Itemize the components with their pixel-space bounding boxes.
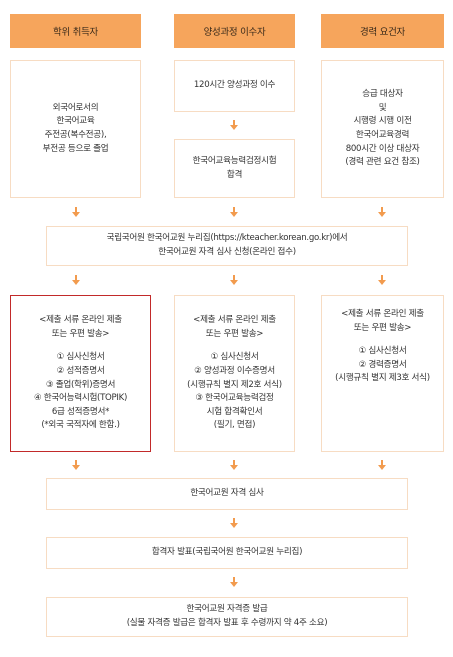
arrow-down <box>230 207 238 217</box>
arrow-down <box>72 460 80 470</box>
training-course-box: 120시간 양성과정 이수 <box>174 60 295 112</box>
arrow-down <box>72 207 80 217</box>
degree-requirement-box: 외국어로서의 한국어교육 주전공(복수전공), 부전공 등으로 졸업 <box>10 60 141 198</box>
career-requirement-box: 승급 대상자 및 시행령 시행 이전 한국어교육경력 800시간 이상 대상자 … <box>321 60 444 198</box>
degree-documents-box: <제출 서류 온라인 제출 또는 우편 발송> ① 심사신청서 ② 성적증명서 … <box>10 295 151 452</box>
career-documents-box: <제출 서류 온라인 제출 또는 우편 발송> ① 심사신청서 ② 경력증명서 … <box>321 295 444 452</box>
header-career-qualifier: 경력 요건자 <box>321 14 444 48</box>
certificate-issuance-box: 한국어교원 자격증 발급 (실물 자격증 발급은 합격자 발표 후 수령까지 약… <box>46 597 408 637</box>
result-announcement-box: 합격자 발표(국립국어원 한국어교원 누리집) <box>46 537 408 569</box>
online-application-box: 국립국어원 한국어교원 누리집(https://kteacher.korean.… <box>46 226 408 266</box>
qualification-review-box: 한국어교원 자격 심사 <box>46 478 408 510</box>
arrow-down <box>230 577 238 587</box>
arrow-down <box>72 275 80 285</box>
course-documents-box: <제출 서류 온라인 제출 또는 우편 발송> ① 심사신청서 ② 양성과정 이… <box>174 295 295 452</box>
arrow-down <box>230 460 238 470</box>
arrow-down <box>230 120 238 130</box>
proficiency-exam-box: 한국어교육능력검정시험 합격 <box>174 139 295 198</box>
header-course-completer: 양성과정 이수자 <box>174 14 295 48</box>
arrow-down <box>378 207 386 217</box>
arrow-down <box>230 518 238 528</box>
arrow-down <box>378 275 386 285</box>
arrow-down <box>378 460 386 470</box>
arrow-down <box>230 275 238 285</box>
header-degree-holder: 학위 취득자 <box>10 14 141 48</box>
